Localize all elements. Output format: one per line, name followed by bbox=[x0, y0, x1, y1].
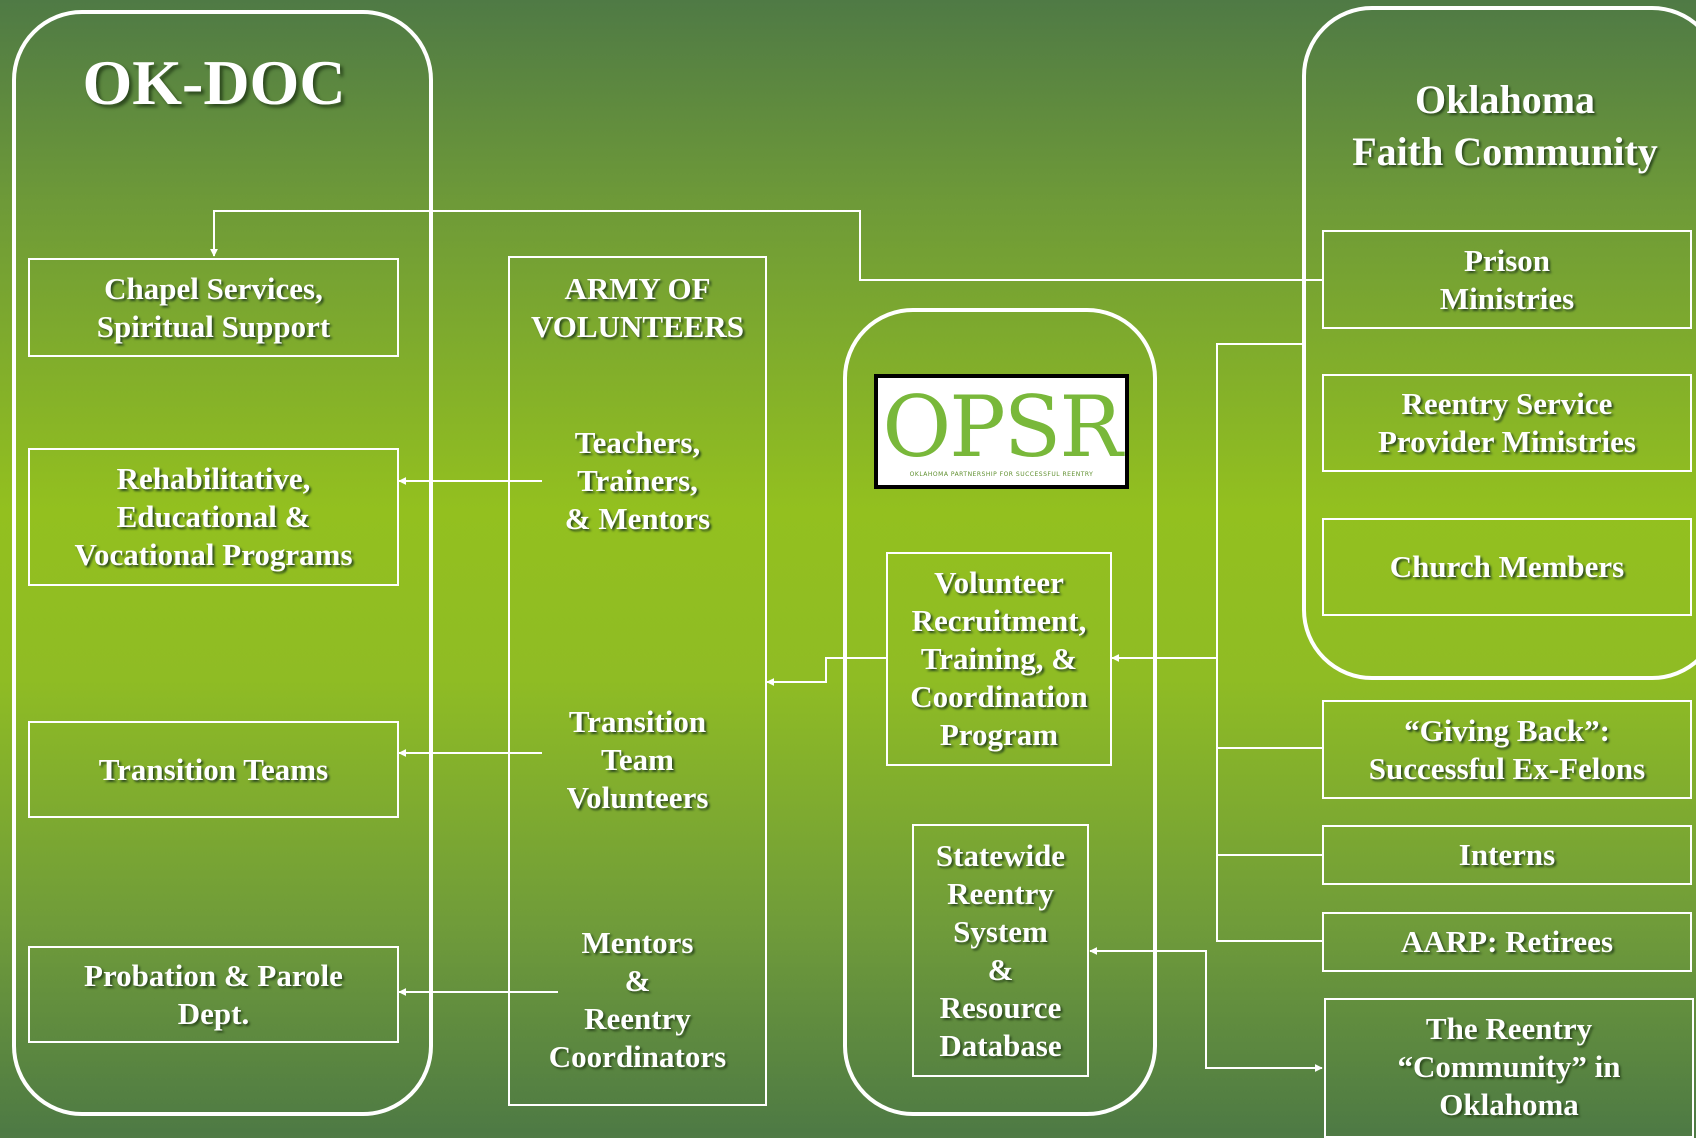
faith-community-title: Oklahoma Faith Community bbox=[1352, 77, 1658, 174]
faith-community-frame bbox=[1302, 6, 1696, 680]
arrow-database-community bbox=[1089, 947, 1323, 1072]
chapel-services-box: Chapel Services, Spiritual Support bbox=[28, 258, 399, 357]
okdoc-title: OK-DOC bbox=[82, 47, 346, 118]
teachers-trainers-text: Teachers, Trainers, & Mentors bbox=[564, 425, 711, 536]
arrow-prison-to-chapel bbox=[210, 210, 1322, 281]
reentry-service-ministries-box: Reentry Service Provider Ministries bbox=[1322, 374, 1692, 472]
interns-box: Interns bbox=[1322, 825, 1692, 885]
sources-bus bbox=[1216, 343, 1322, 942]
opsr-logo-subtitle: OKLAHOMA PARTNERSHIP FOR SUCCESSFUL REEN… bbox=[909, 471, 1094, 478]
prison-ministries-box: Prison Ministries bbox=[1322, 230, 1692, 329]
reentry-database-box: Statewide Reentry System & Resource Data… bbox=[912, 824, 1089, 1077]
church-members-box: Church Members bbox=[1322, 518, 1692, 616]
transition-teams-box: Transition Teams bbox=[28, 721, 399, 818]
rehab-programs-box: Rehabilitative, Educational & Vocational… bbox=[28, 448, 399, 586]
opsr-frame bbox=[843, 308, 1157, 1116]
mentors-coordinators-text: Mentors & Reentry Coordinators bbox=[548, 925, 727, 1074]
probation-parole-box: Probation & Parole Dept. bbox=[28, 946, 399, 1043]
volunteer-recruitment-box: Volunteer Recruitment, Training, & Coord… bbox=[886, 552, 1112, 766]
reentry-community-box: The Reentry “Community” in Oklahoma bbox=[1324, 998, 1694, 1138]
giving-back-box: “Giving Back”: Successful Ex-Felons bbox=[1322, 700, 1692, 799]
opsr-logo-text: OPSR bbox=[882, 378, 1122, 476]
army-frame bbox=[508, 256, 767, 1106]
arrow-recruitment-to-army bbox=[766, 657, 886, 686]
okdoc-frame bbox=[12, 10, 433, 1116]
transition-volunteers-text: Transition Team Volunteers bbox=[566, 704, 709, 815]
army-title: ARMY OF VOLUNTEERS bbox=[531, 271, 744, 344]
opsr-logo: OPSR OKLAHOMA PARTNERSHIP FOR SUCCESSFUL… bbox=[874, 374, 1129, 489]
aarp-retirees-box: AARP: Retirees bbox=[1322, 912, 1692, 972]
